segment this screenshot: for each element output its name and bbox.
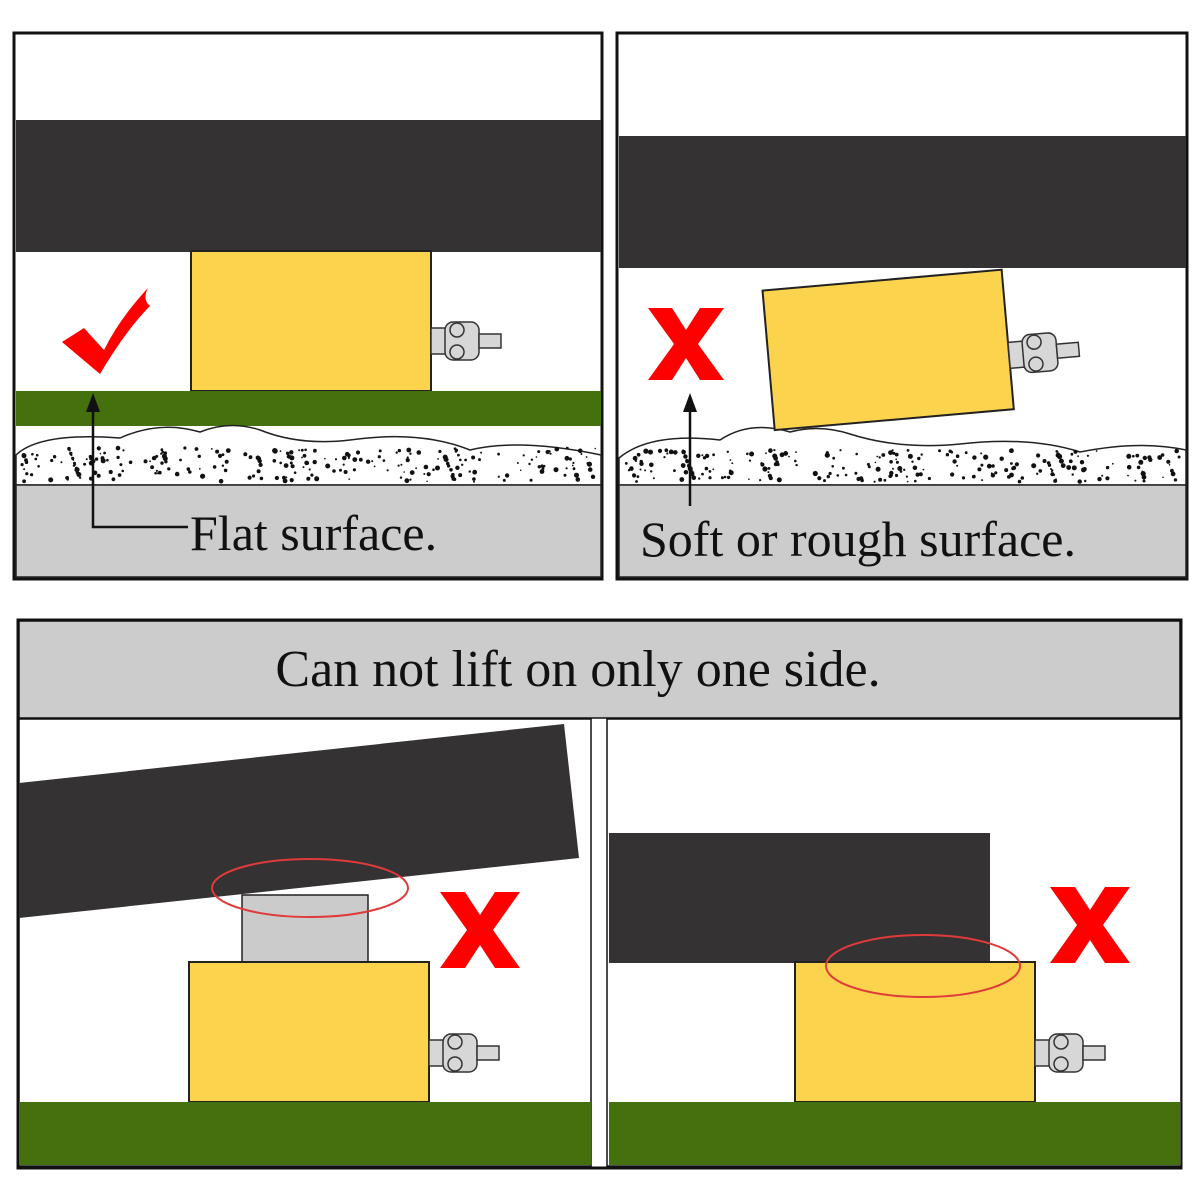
jack-tilted — [761, 268, 1081, 432]
jack-body — [794, 961, 1036, 1103]
ground-plate — [19, 1102, 591, 1165]
jack-body — [761, 268, 1015, 432]
check-mark-icon — [62, 288, 150, 374]
panel-flat-surface: Flat surface. — [12, 31, 604, 581]
gravel-dots — [624, 448, 1181, 484]
highlight-circle — [211, 858, 409, 918]
ground-plate — [609, 1102, 1180, 1165]
concrete-floor — [618, 484, 1187, 578]
gravel-dots — [20, 445, 596, 484]
panel-soft-surface: Soft or rough surface. — [615, 31, 1189, 581]
jack-body — [188, 961, 430, 1103]
x-mark-icon — [648, 308, 724, 380]
hydraulic-fitting-icon — [430, 321, 502, 361]
x-mark-icon — [1050, 887, 1130, 963]
caption-flat-surface: Flat surface. — [190, 505, 437, 561]
panel-one-side-tilted — [18, 718, 592, 1167]
gravel-layer — [618, 426, 1187, 486]
banner-header — [18, 620, 1181, 719]
arrow-up-icon — [683, 393, 697, 506]
panel-one-side-offset — [606, 718, 1182, 1167]
x-mark-icon — [440, 892, 520, 968]
hydraulic-fitting-icon — [428, 1033, 500, 1073]
gravel-layer — [15, 424, 602, 486]
banner-title: Can not lift on only one side. — [275, 641, 880, 698]
arrow-up-icon — [86, 393, 188, 529]
beam — [619, 136, 1186, 268]
beam — [16, 120, 601, 252]
hydraulic-fitting-icon — [1034, 1033, 1106, 1073]
highlight-circle — [825, 934, 1021, 998]
ground-plate — [16, 391, 601, 426]
beam — [609, 833, 990, 963]
concrete-floor — [15, 484, 602, 578]
spacer-block — [241, 894, 369, 963]
caption-soft-surface: Soft or rough surface. — [640, 511, 1076, 567]
hydraulic-fitting-icon — [1007, 332, 1081, 374]
jack-body — [190, 250, 432, 392]
beam-tilted — [19, 724, 579, 918]
